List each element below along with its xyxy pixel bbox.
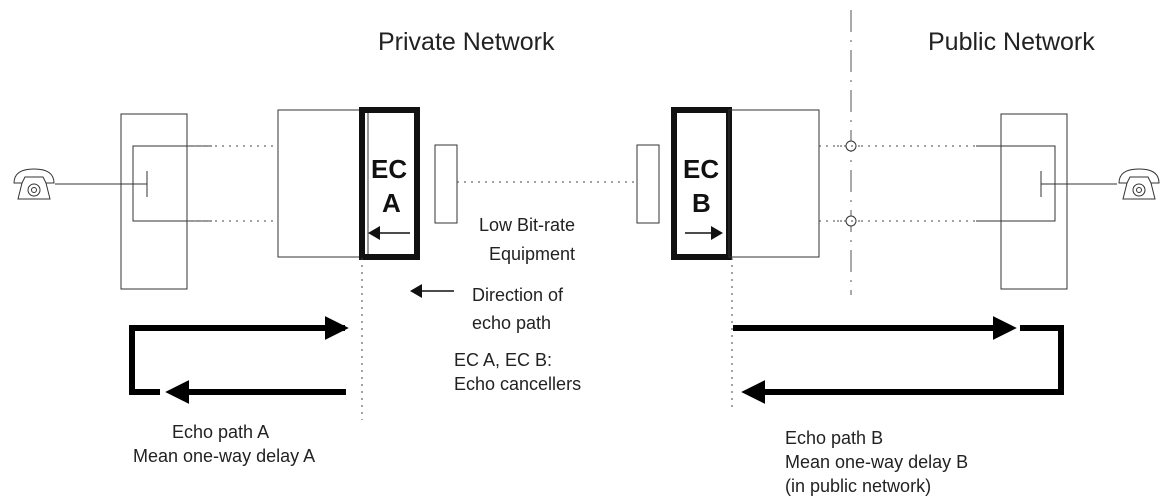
ec-a-label-line1: EC	[371, 154, 407, 184]
echo-path-b-loop	[733, 316, 1064, 404]
ec-a-label-line2: A	[382, 188, 401, 218]
low-bitrate-label-line2: Equipment	[489, 244, 575, 264]
echo-path-a-label-line2: Mean one-way delay A	[133, 446, 315, 466]
ec-b-direction-arrowhead	[711, 226, 723, 240]
direction-legend-arrow	[410, 284, 454, 298]
ec-b-label-line1: EC	[683, 154, 719, 184]
direction-label-line1: Direction of	[472, 285, 564, 305]
ec-legend-line1: EC A, EC B:	[454, 350, 552, 370]
right-low-bitrate-box	[636, 144, 660, 224]
right-hybrid-box	[1000, 113, 1068, 290]
echo-path-a-loop	[129, 316, 349, 404]
ec-a-direction-arrowhead	[368, 226, 380, 240]
right-telephone-icon	[1118, 168, 1160, 200]
low-bitrate-label-line1: Low Bit-rate	[479, 215, 575, 235]
echo-path-b-label-line2: Mean one-way delay B	[785, 452, 968, 472]
ec-b-label-line2: B	[692, 188, 711, 218]
echo-canceller-a-box	[359, 107, 420, 260]
left-low-bitrate-box	[434, 144, 458, 224]
left-hybrid-box	[120, 113, 188, 290]
right-exchange-box	[728, 109, 820, 258]
echo-path-b-label-line1: Echo path B	[785, 428, 883, 448]
echo-path-a-label-line1: Echo path A	[172, 422, 269, 442]
left-telephone-icon	[13, 168, 55, 200]
echo-path-b-label-line3: (in public network)	[785, 476, 931, 496]
left-exchange-box	[277, 109, 369, 258]
direction-label-line2: echo path	[472, 313, 551, 333]
ec-legend-line2: Echo cancellers	[454, 374, 581, 394]
left-hybrid-bracket	[132, 145, 212, 222]
private-network-title: Private Network	[378, 28, 555, 56]
public-network-title: Public Network	[928, 28, 1095, 56]
